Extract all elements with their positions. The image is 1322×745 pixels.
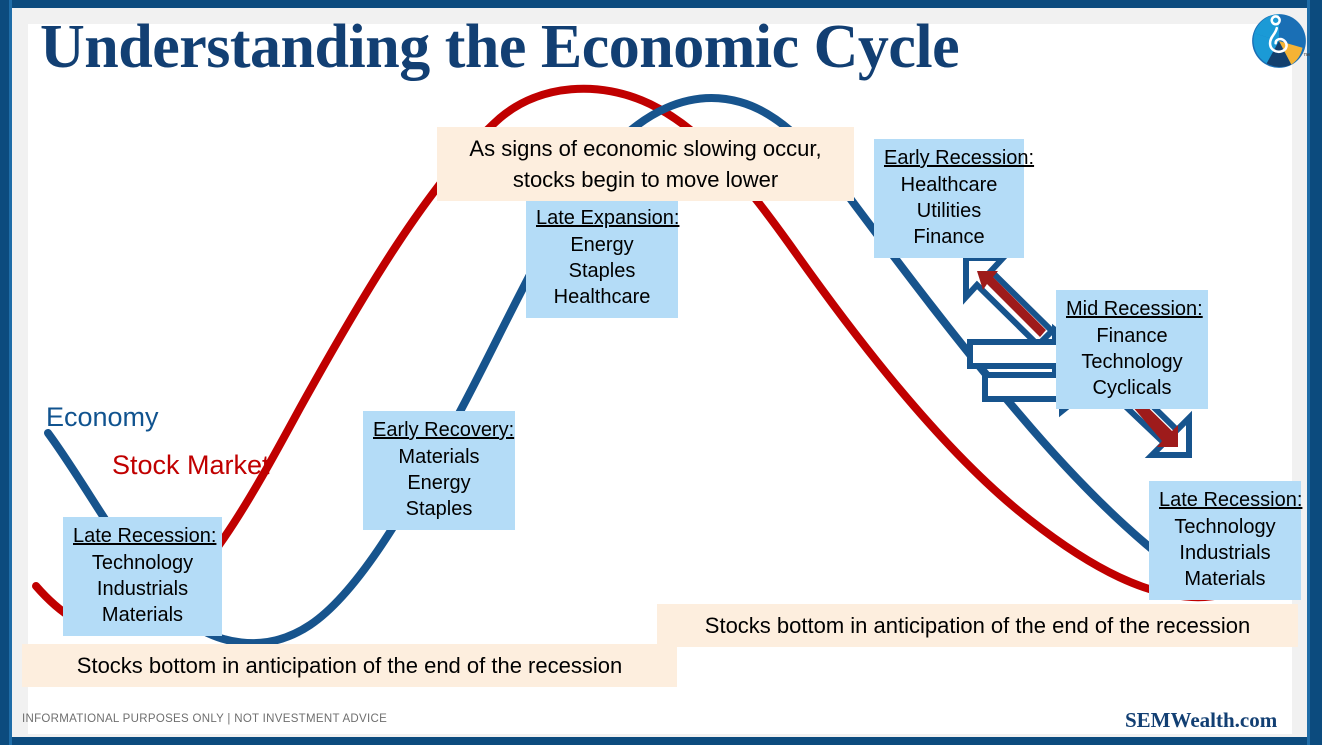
sector-box-title: Early Recession: (884, 147, 1035, 169)
sector-item: Cyclicals (1092, 377, 1172, 399)
sector-box-mid-recession[interactable]: Mid Recession: Finance Technology Cyclic… (1056, 290, 1208, 409)
sector-box-title: Early Recovery: (373, 419, 515, 441)
sector-item: Industrials (1179, 542, 1271, 564)
page-title: Understanding the Economic Cycle (40, 13, 960, 81)
sector-item: Materials (101, 604, 184, 626)
sector-item: Finance (1096, 325, 1168, 347)
stock-market-curve-label: Stock Market (112, 450, 270, 480)
frame-border-bottom (0, 737, 1322, 745)
frame-border-right (1310, 0, 1322, 745)
sector-item: Materials (398, 446, 480, 468)
frame-border-right-accent (1307, 0, 1310, 745)
sector-item: Materials (1184, 568, 1266, 590)
sector-box-early-recession[interactable]: Early Recession: Healthcare Utilities Fi… (874, 139, 1035, 258)
economy-curve-label: Economy (46, 402, 159, 432)
sector-box-title: Late Recession: (1159, 489, 1303, 511)
sector-item: Technology (91, 552, 194, 574)
semwealth-logo-icon (1252, 14, 1306, 68)
frame-border-left (0, 0, 9, 745)
callout-line: Stocks bottom in anticipation of the end… (704, 613, 1251, 638)
sector-item: Industrials (96, 578, 189, 600)
callout-economic-slowing[interactable]: As signs of economic slowing occur, stoc… (437, 127, 854, 201)
sector-box-title: Late Recession: (73, 525, 217, 547)
callout-line: stocks begin to move lower (512, 167, 779, 192)
sector-box-late-expansion[interactable]: Late Expansion: Energy Staples Healthcar… (526, 199, 680, 318)
sector-item: Finance (913, 226, 985, 248)
callout-line: Stocks bottom in anticipation of the end… (76, 653, 623, 678)
footer-disclaimer: INFORMATIONAL PURPOSES ONLY | NOT INVEST… (22, 713, 388, 725)
callout-stocks-bottom-left[interactable]: Stocks bottom in anticipation of the end… (22, 644, 677, 687)
sector-item: Energy (570, 234, 634, 256)
callout-line: As signs of economic slowing occur, (469, 136, 822, 161)
sector-item: Technology (1081, 351, 1183, 373)
sector-box-early-recovery[interactable]: Early Recovery: Materials Energy Staples (363, 411, 515, 530)
sector-item: Utilities (916, 200, 982, 222)
frame-border-top (0, 0, 1322, 8)
sector-item: Healthcare (553, 286, 651, 308)
sector-item: Staples (405, 498, 473, 520)
footer-brand: SEMWealth.com (1125, 708, 1278, 732)
frame-border-left-accent (9, 0, 12, 745)
sector-item: Healthcare (900, 174, 998, 196)
sector-box-late-recession-right[interactable]: Late Recession: Technology Industrials M… (1149, 481, 1303, 600)
sector-box-title: Late Expansion: (536, 207, 680, 229)
trademark-symbol: ™ (1303, 53, 1310, 60)
sector-item: Staples (568, 260, 636, 282)
callout-stocks-bottom-right[interactable]: Stocks bottom in anticipation of the end… (657, 604, 1298, 647)
sector-box-title: Mid Recession: (1066, 298, 1203, 320)
sector-item: Energy (407, 472, 471, 494)
sector-item: Technology (1174, 516, 1276, 538)
sector-box-late-recession-left[interactable]: Late Recession: Technology Industrials M… (63, 517, 222, 636)
